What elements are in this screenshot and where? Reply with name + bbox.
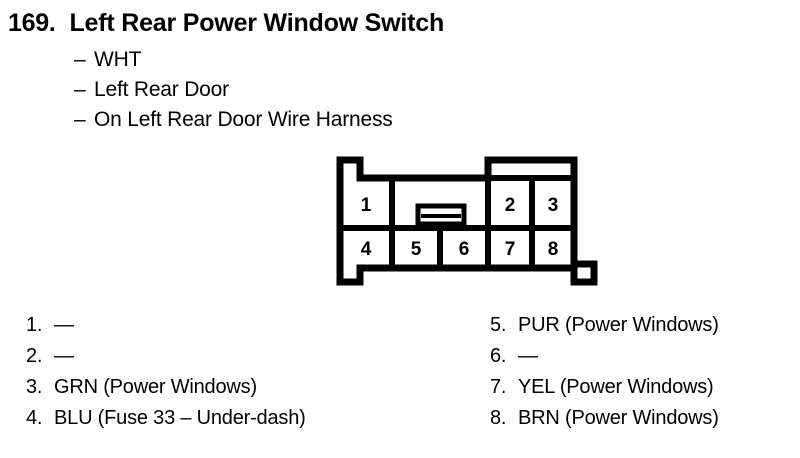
header-subline-wire-color: –WHT: [74, 48, 141, 72]
legend-item-number: 2.: [26, 345, 43, 367]
legend-item: 5. PUR (Power Windows): [490, 314, 719, 337]
legend-item: 7. YEL (Power Windows): [490, 376, 714, 399]
header-subline-text: WHT: [94, 48, 142, 71]
legend-item-desc: —: [518, 345, 538, 367]
legend-item-number: 5.: [490, 314, 507, 336]
pin-legend: 1. — 2. — 3. GRN (Power Windows) 4. BLU (Fus…: [0, 314, 800, 458]
pin-label-5: 5: [411, 239, 422, 260]
connector-svg: 1 2 3 4 5 6 7 8: [336, 156, 598, 286]
header-subline-location: –Left Rear Door: [74, 78, 229, 102]
pin-label-3: 3: [548, 195, 559, 216]
connector-diagram: 1 2 3 4 5 6 7 8: [336, 156, 598, 286]
legend-item: 3. GRN (Power Windows): [26, 376, 257, 399]
pin-label-1: 1: [361, 195, 372, 216]
legend-item-desc: GRN (Power Windows): [54, 376, 257, 398]
header-subline-harness: –On Left Rear Door Wire Harness: [74, 108, 393, 132]
connector-latch-tab: [415, 203, 467, 227]
legend-item-desc: BRN (Power Windows): [518, 407, 719, 429]
title-text: Left Rear Power Window Switch: [69, 9, 445, 37]
legend-item-desc: —: [54, 345, 74, 367]
legend-item-number: 1.: [26, 314, 43, 336]
item-number: 169.: [8, 9, 56, 37]
pin-label-6: 6: [459, 239, 470, 260]
pin-label-8: 8: [548, 239, 559, 260]
legend-item: 1. —: [26, 314, 74, 337]
dash-bullet-icon: –: [74, 48, 86, 71]
legend-item: 6. —: [490, 345, 538, 368]
legend-item-number: 6.: [490, 345, 507, 367]
dash-bullet-icon: –: [74, 108, 86, 131]
legend-item: 2. —: [26, 345, 74, 368]
pin-label-2: 2: [505, 195, 516, 216]
pin-label-7: 7: [505, 239, 516, 260]
legend-item-number: 7.: [490, 376, 507, 398]
dash-bullet-icon: –: [74, 78, 86, 101]
connector-housing-outline: [336, 156, 598, 286]
legend-item-number: 8.: [490, 407, 507, 429]
legend-item: 4. BLU (Fuse 33 – Under-dash): [26, 407, 306, 430]
legend-item-desc: PUR (Power Windows): [518, 314, 719, 336]
legend-item-desc: BLU (Fuse 33 – Under-dash): [54, 407, 306, 429]
page-title: 169. Left Rear Power Window Switch: [8, 9, 444, 38]
legend-item-number: 3.: [26, 376, 43, 398]
header-subline-text: Left Rear Door: [94, 78, 229, 101]
legend-item-desc: —: [54, 314, 74, 336]
pin-label-4: 4: [361, 239, 372, 260]
legend-item-desc: YEL (Power Windows): [518, 376, 714, 398]
header-subline-text: On Left Rear Door Wire Harness: [94, 108, 393, 131]
legend-item-number: 4.: [26, 407, 43, 429]
legend-item: 8. BRN (Power Windows): [490, 407, 719, 430]
